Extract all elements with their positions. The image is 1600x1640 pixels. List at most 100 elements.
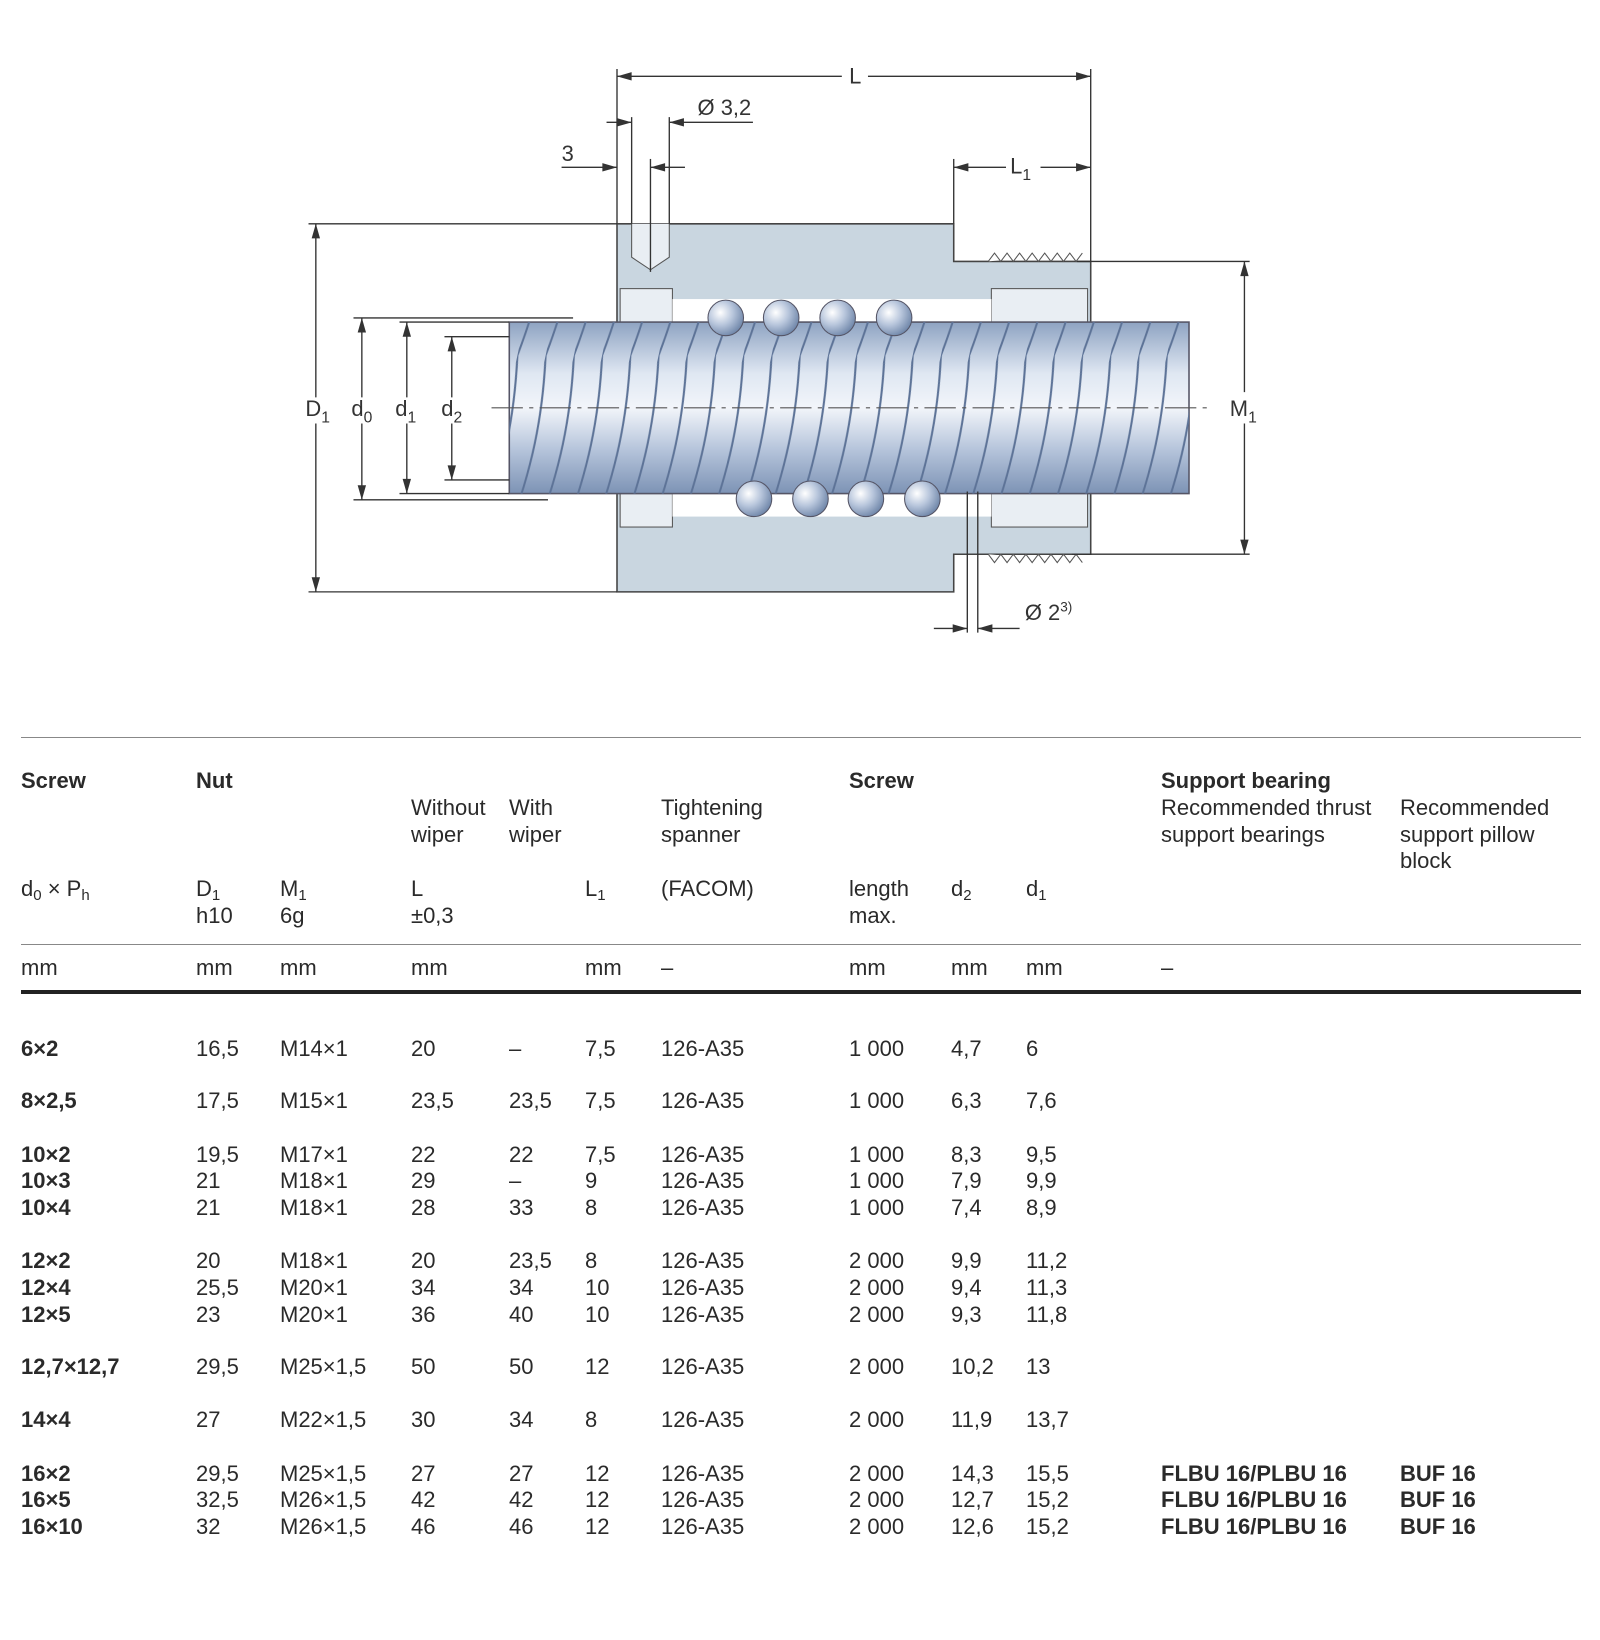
cell-length-max: 1 000 [849, 1142, 905, 1167]
table-top-rule [21, 737, 1581, 738]
cell-m1-thread: M26×1,5 [280, 1514, 367, 1539]
cell-m1-thread: M20×1 [280, 1302, 348, 1327]
subheader-L1: L1 [585, 876, 606, 904]
unit-d1-nut: mm [196, 955, 233, 980]
cell-length-max: 2 000 [849, 1487, 905, 1512]
unit-spanner: – [661, 955, 674, 980]
cell-l-without-wiper: 20 [411, 1036, 436, 1061]
balls [707, 299, 941, 518]
cell-d1: 9,5 [1026, 1142, 1057, 1167]
table-units-rule [21, 990, 1581, 994]
cell-d1: 11,3 [1026, 1275, 1068, 1300]
cell-l1: 12 [585, 1354, 610, 1379]
cell-length-max: 1 000 [849, 1168, 905, 1193]
unit-l-without-wiper: mm [411, 955, 448, 980]
cell-screw-size: 10×4 [21, 1195, 71, 1220]
cell-l-with-wiper: – [509, 1168, 522, 1193]
cell-m1-thread: M17×1 [280, 1142, 348, 1167]
cell-d1-nut: 19,5 [196, 1142, 239, 1167]
cell-l1: 12 [585, 1487, 610, 1512]
cell-m1-thread: M18×1 [280, 1168, 348, 1193]
cell-d1: 8,9 [1026, 1195, 1057, 1220]
cell-d1-nut: 16,5 [196, 1036, 239, 1061]
cell-l-with-wiper: 34 [509, 1275, 534, 1300]
cell-d2: 11,9 [951, 1407, 993, 1432]
cell-screw-size: 14×4 [21, 1407, 71, 1432]
label-d0: d0 [351, 396, 372, 426]
dimension-arrows [311, 72, 1249, 633]
cell-l1: 8 [585, 1407, 598, 1432]
cell-l-without-wiper: 29 [411, 1168, 436, 1193]
cell-d2: 14,3 [951, 1461, 994, 1486]
cell-screw-size: 12×2 [21, 1248, 71, 1273]
cell-length-max: 2 000 [849, 1248, 905, 1273]
cell-length-max: 1 000 [849, 1036, 905, 1061]
cell-l-without-wiper: 23,5 [411, 1088, 454, 1113]
cell-d2: 6,3 [951, 1088, 982, 1113]
label-M1: M1 [1230, 396, 1257, 426]
cell-l-without-wiper: 22 [411, 1142, 436, 1167]
cell-d1-nut: 17,5 [196, 1088, 239, 1113]
cell-length-max: 2 000 [849, 1302, 905, 1327]
cell-d1-nut: 20 [196, 1248, 221, 1273]
cell-l-without-wiper: 20 [411, 1248, 436, 1273]
unit-m1-thread: mm [280, 955, 317, 980]
subheader-L: L±0,3 [411, 876, 454, 928]
cell-d1: 6 [1026, 1036, 1039, 1061]
cell-l-with-wiper: – [509, 1036, 522, 1061]
subheader-d2: d2 [951, 876, 972, 904]
cell-thrust-bearing: FLBU 16/PLBU 16 [1161, 1487, 1347, 1512]
cell-l-with-wiper: 22 [509, 1142, 534, 1167]
label-L: L [849, 64, 861, 89]
cell-d1-nut: 32 [196, 1514, 221, 1539]
label-L1: L1 [1010, 154, 1031, 184]
unit-l1: mm [585, 955, 622, 980]
cell-d1: 13,7 [1026, 1407, 1069, 1432]
cell-length-max: 1 000 [849, 1088, 905, 1113]
cell-spanner: 126-A35 [661, 1248, 745, 1273]
cell-m1-thread: M25×1,5 [280, 1354, 367, 1379]
cell-l-without-wiper: 46 [411, 1514, 436, 1539]
cell-pillow-block: BUF 16 [1400, 1461, 1476, 1486]
screw-shaft [491, 321, 1214, 495]
cell-m1-thread: M14×1 [280, 1036, 348, 1061]
cell-d1-nut: 29,5 [196, 1461, 239, 1486]
cell-m1-thread: M20×1 [280, 1275, 348, 1300]
header-support-bearing: Support bearing [1161, 768, 1331, 793]
cell-d1: 15,2 [1026, 1487, 1069, 1512]
unit-length-max: mm [849, 955, 886, 980]
cell-d1-nut: 23 [196, 1302, 221, 1327]
cell-spanner: 126-A35 [661, 1168, 745, 1193]
subheader-d1: d1 [1026, 876, 1047, 904]
cell-l-with-wiper: 34 [509, 1407, 534, 1432]
cell-pillow-block: BUF 16 [1400, 1514, 1476, 1539]
cell-screw-size: 8×2,5 [21, 1088, 77, 1113]
cell-m1-thread: M25×1,5 [280, 1461, 367, 1486]
cell-l1: 7,5 [585, 1088, 616, 1113]
cell-spanner: 126-A35 [661, 1195, 745, 1220]
label-hole-offset: 3 [562, 141, 574, 166]
label-d2: d2 [441, 396, 462, 426]
cell-d1-nut: 32,5 [196, 1487, 239, 1512]
cell-d1: 13 [1026, 1354, 1051, 1379]
cell-d2: 10,2 [951, 1354, 994, 1379]
cell-l-with-wiper: 27 [509, 1461, 534, 1486]
cell-d2: 7,4 [951, 1195, 982, 1220]
cell-d2: 4,7 [951, 1036, 982, 1061]
table-header-rule [21, 944, 1581, 945]
cell-d1: 11,2 [1026, 1248, 1068, 1273]
cell-screw-size: 16×10 [21, 1514, 83, 1539]
cell-d1-nut: 21 [196, 1195, 221, 1220]
cell-l-without-wiper: 27 [411, 1461, 436, 1486]
cell-length-max: 1 000 [849, 1195, 905, 1220]
cell-screw-size: 10×3 [21, 1168, 71, 1193]
cell-d2: 12,6 [951, 1514, 994, 1539]
cell-l-without-wiper: 42 [411, 1487, 436, 1512]
cell-pillow-block: BUF 16 [1400, 1487, 1476, 1512]
cell-length-max: 2 000 [849, 1275, 905, 1300]
cell-m1-thread: M22×1,5 [280, 1407, 367, 1432]
cell-screw-size: 12,7×12,7 [21, 1354, 120, 1379]
